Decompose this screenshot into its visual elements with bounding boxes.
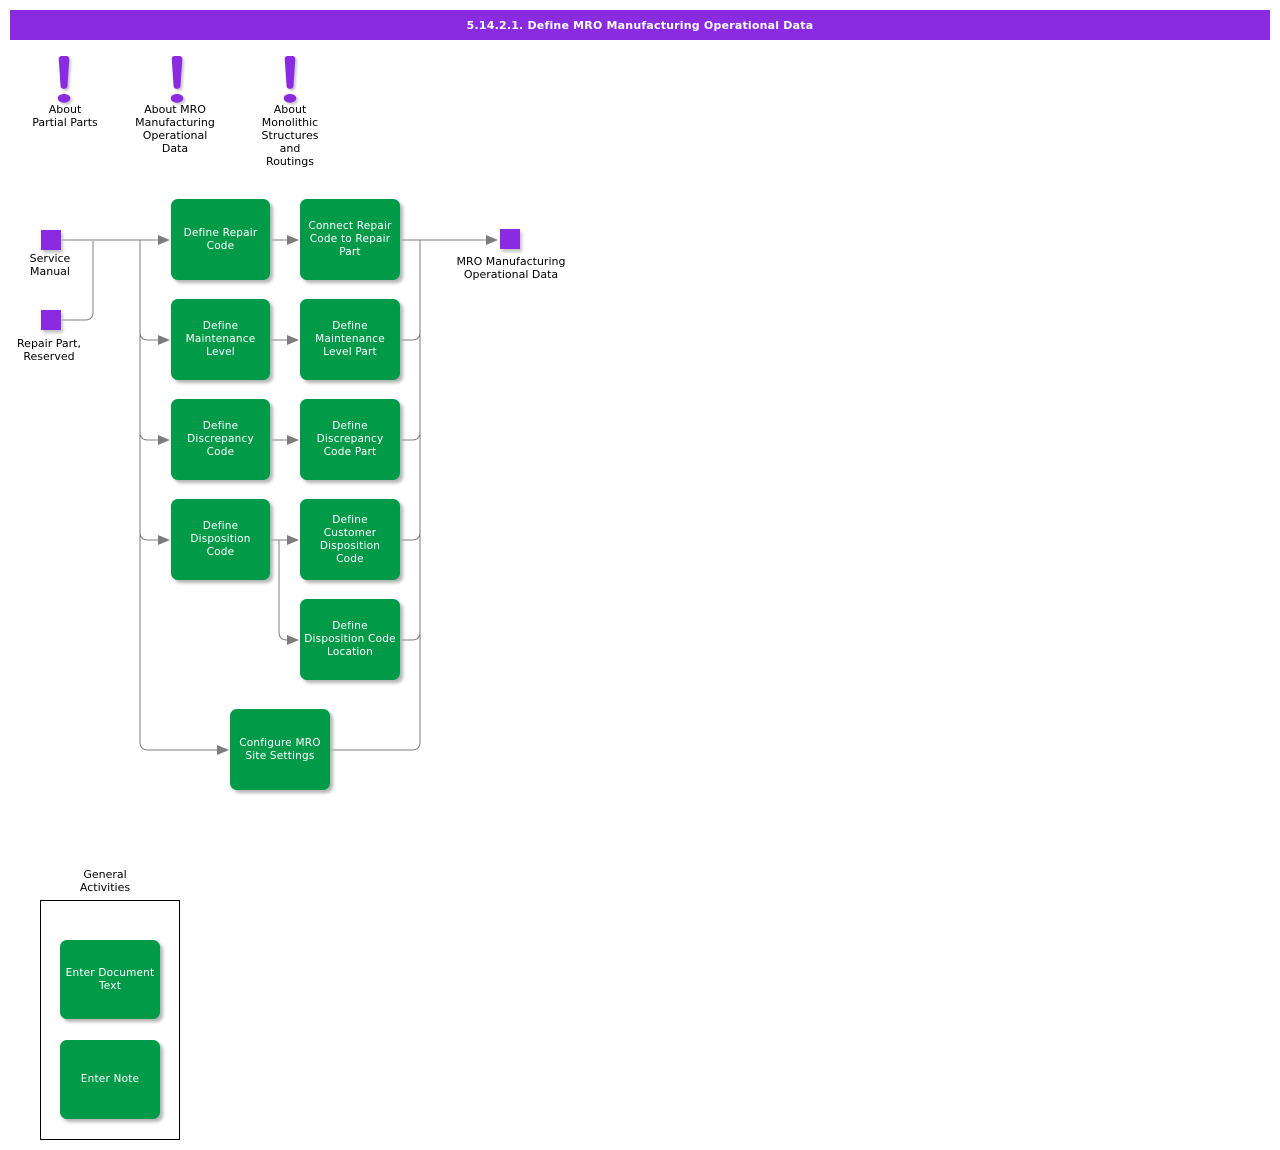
- task-enter-document-text[interactable]: Enter Document Text: [60, 940, 160, 1019]
- node-mro-operational-data[interactable]: [500, 229, 520, 249]
- task-define-discrepancy-code-part[interactable]: Define Discrepancy Code Part: [300, 399, 400, 480]
- task-define-maintenance-level[interactable]: Define Maintenance Level: [171, 299, 270, 380]
- exclamation-icon[interactable]: [273, 56, 307, 106]
- task-configure-mro-site-settings[interactable]: Configure MRO Site Settings: [230, 709, 330, 790]
- task-define-repair-code[interactable]: Define Repair Code: [171, 199, 270, 280]
- exclamation-icon[interactable]: [160, 56, 194, 106]
- exclamation-icon[interactable]: [47, 56, 81, 106]
- node-service-manual[interactable]: [41, 230, 61, 250]
- task-define-disposition-code[interactable]: Define Disposition Code: [171, 499, 270, 580]
- node-repair-part-reserved[interactable]: [41, 310, 61, 330]
- task-define-customer-disposition-code[interactable]: Define Customer Disposition Code: [300, 499, 400, 580]
- page-title: 5.14.2.1. Define MRO Manufacturing Opera…: [10, 10, 1270, 40]
- task-connect-repair-code-to-repair-part[interactable]: Connect Repair Code to Repair Part: [300, 199, 400, 280]
- task-define-discrepancy-code[interactable]: Define Discrepancy Code: [171, 399, 270, 480]
- task-define-disposition-code-location[interactable]: Define Disposition Code Location: [300, 599, 400, 680]
- node-service-manual-label: Service Manual: [29, 252, 71, 278]
- about-partial-parts-link[interactable]: About Partial Parts: [32, 103, 98, 129]
- about-mro-manufacturing-operational-data-link[interactable]: About MRO Manufacturing Operational Data: [135, 103, 215, 155]
- general-activities-label: General Activities: [79, 868, 131, 894]
- task-enter-note[interactable]: Enter Note: [60, 1040, 160, 1119]
- node-repair-part-reserved-label: Repair Part, Reserved: [17, 337, 81, 363]
- node-mro-operational-data-label: MRO Manufacturing Operational Data: [456, 255, 566, 281]
- task-define-maintenance-level-part[interactable]: Define Maintenance Level Part: [300, 299, 400, 380]
- about-monolithic-structures-and-routings-link[interactable]: About Monolithic Structures and Routings: [261, 103, 319, 168]
